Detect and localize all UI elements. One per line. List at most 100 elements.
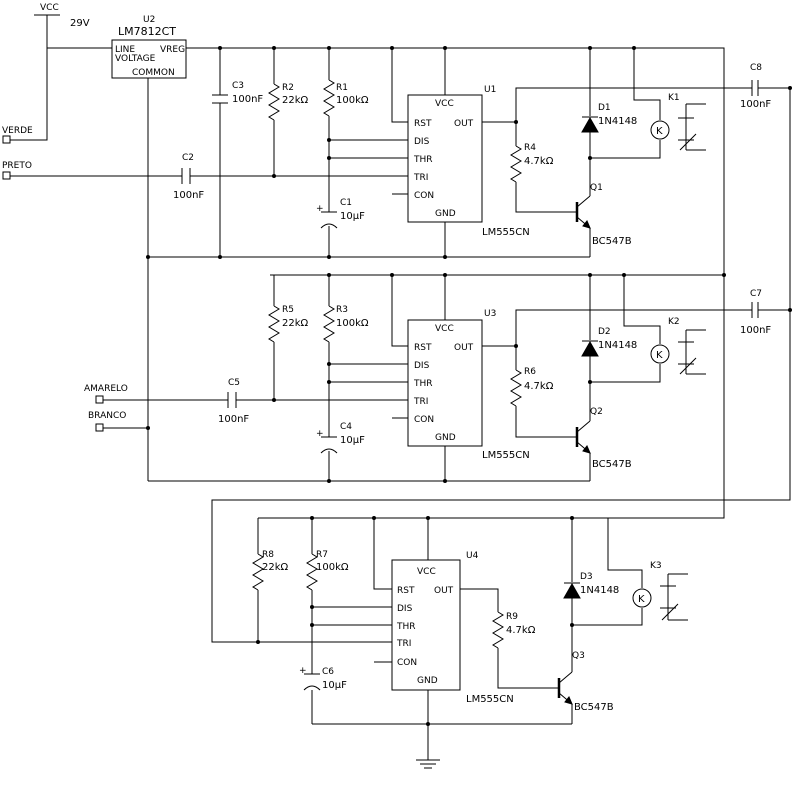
resistor-r8: R8 22kΩ [252, 550, 289, 591]
svg-text:BC547B: BC547B [574, 702, 614, 713]
verde-terminal [2, 135, 11, 144]
svg-text:CON: CON [397, 658, 417, 668]
relay-k3: K K3 [632, 561, 688, 621]
timer-u4: VCC RST OUT DIS THR TRI CON GND U4 LM555… [391, 551, 514, 705]
branco-label: BRANCO [88, 411, 126, 421]
resistor-r3: R3 100kΩ [323, 305, 369, 343]
svg-text:OUT: OUT [434, 586, 454, 596]
svg-text:RST: RST [414, 343, 432, 353]
preto-terminal [2, 171, 11, 180]
u2-ref: U2 [143, 15, 155, 25]
svg-text:Q3: Q3 [572, 651, 585, 661]
preto-label: PRETO [2, 161, 32, 171]
resistor-r5: R5 22kΩ [268, 305, 309, 343]
svg-text:Q2: Q2 [590, 407, 603, 417]
diode-d3: D3 1N4148 [563, 572, 619, 599]
verde-label: VERDE [2, 126, 33, 136]
svg-text:VCC: VCC [435, 324, 454, 334]
svg-text:VCC: VCC [435, 99, 454, 109]
svg-text:C1: C1 [340, 198, 352, 208]
stage-3: R8 22kΩ R7 100kΩ + C6 10µF VCC RST OUT D… [252, 550, 688, 769]
svg-text:22kΩ: 22kΩ [282, 318, 309, 329]
capacitor-c5: C5 100nF [218, 378, 249, 425]
capacitor-c6: + C6 10µF [299, 666, 347, 691]
timer-u3: VCC RST OUT DIS THR TRI CON GND U3 LM555… [407, 309, 530, 461]
relay-k1: K K1 [650, 93, 706, 151]
transistor-q1: Q1 BC547B [575, 183, 632, 247]
svg-text:R9: R9 [506, 612, 518, 622]
svg-text:VCC: VCC [417, 567, 436, 577]
svg-text:U4: U4 [466, 551, 479, 561]
svg-text:100nF: 100nF [232, 94, 263, 105]
svg-text:K: K [656, 126, 663, 137]
resistor-r6: R6 4.7kΩ [510, 367, 554, 407]
diode-d1: D1 1N4148 [581, 103, 637, 133]
svg-text:R3: R3 [336, 305, 348, 315]
svg-text:+: + [316, 204, 324, 214]
svg-text:K3: K3 [650, 561, 662, 571]
svg-text:U3: U3 [484, 309, 496, 319]
svg-text:U1: U1 [484, 85, 496, 95]
amarelo-label: AMARELO [84, 384, 128, 394]
svg-text:100kΩ: 100kΩ [336, 95, 369, 106]
svg-text:1N4148: 1N4148 [598, 116, 637, 127]
wires [8, 14, 791, 760]
svg-text:K: K [656, 350, 663, 361]
svg-text:+: + [299, 666, 307, 676]
capacitor-c4: + C4 10µF [316, 422, 365, 454]
svg-text:C6: C6 [322, 667, 334, 677]
svg-text:GND: GND [435, 433, 456, 443]
vcc-source: VCC 29V [40, 3, 90, 29]
svg-text:THR: THR [396, 622, 416, 632]
svg-text:1N4148: 1N4148 [598, 340, 637, 351]
svg-text:C5: C5 [228, 378, 240, 388]
svg-text:22kΩ: 22kΩ [282, 95, 309, 106]
u2-pin-common: COMMON [132, 68, 175, 78]
svg-text:THR: THR [413, 155, 433, 165]
svg-text:RST: RST [414, 119, 432, 129]
svg-text:R1: R1 [336, 83, 348, 93]
svg-text:OUT: OUT [454, 119, 474, 129]
svg-text:C4: C4 [340, 422, 352, 432]
svg-text:D2: D2 [598, 327, 611, 337]
svg-text:R4: R4 [524, 143, 536, 153]
resistor-r7: R7 100kΩ [306, 550, 349, 591]
svg-text:10µF: 10µF [340, 211, 365, 222]
branco-terminal [95, 423, 104, 432]
resistor-r1: R1 100kΩ [323, 79, 369, 117]
svg-text:C8: C8 [750, 63, 762, 73]
svg-text:DIS: DIS [414, 361, 430, 371]
u2-pin-vreg: VREG [160, 45, 185, 55]
svg-text:100nF: 100nF [740, 99, 771, 110]
capacitor-c3: C3 100nF [212, 81, 263, 105]
input-connectors: VERDE PRETO AMARELO BRANCO [2, 126, 128, 432]
svg-text:TRI: TRI [413, 173, 428, 183]
svg-text:1N4148: 1N4148 [580, 585, 619, 596]
regulator-u2: U2 LM7812CT LINE VOLTAGE VREG COMMON [111, 15, 187, 79]
svg-text:R5: R5 [282, 305, 294, 315]
stage-2: R5 22kΩ R3 100kΩ + C4 10µF C5 100nF VCC … [218, 289, 771, 470]
svg-text:4.7kΩ: 4.7kΩ [524, 381, 554, 392]
u2-pin-line: LINE [115, 45, 135, 55]
resistor-r2: R2 22kΩ [268, 83, 309, 121]
svg-text:THR: THR [413, 379, 433, 389]
svg-text:R8: R8 [262, 550, 274, 560]
capacitor-c7: C7 100nF [740, 289, 771, 336]
stage-1: C3 100nF R2 22kΩ R1 100kΩ + C1 10µF C2 1… [173, 63, 771, 247]
capacitor-c2: C2 100nF [173, 153, 204, 201]
svg-text:Q1: Q1 [590, 183, 603, 193]
svg-text:CON: CON [414, 415, 434, 425]
transistor-q2: Q2 BC547B [575, 407, 632, 470]
svg-text:C2: C2 [182, 153, 194, 163]
svg-text:CON: CON [414, 191, 434, 201]
ground-icon [416, 759, 440, 769]
resistor-r4: R4 4.7kΩ [510, 143, 554, 183]
svg-text:DIS: DIS [414, 137, 430, 147]
svg-text:DIS: DIS [397, 604, 413, 614]
svg-text:10µF: 10µF [322, 680, 347, 691]
resistor-r9: R9 4.7kΩ [492, 611, 536, 649]
svg-text:22kΩ: 22kΩ [262, 562, 289, 573]
svg-text:GND: GND [417, 676, 438, 686]
amarelo-terminal [95, 395, 104, 404]
